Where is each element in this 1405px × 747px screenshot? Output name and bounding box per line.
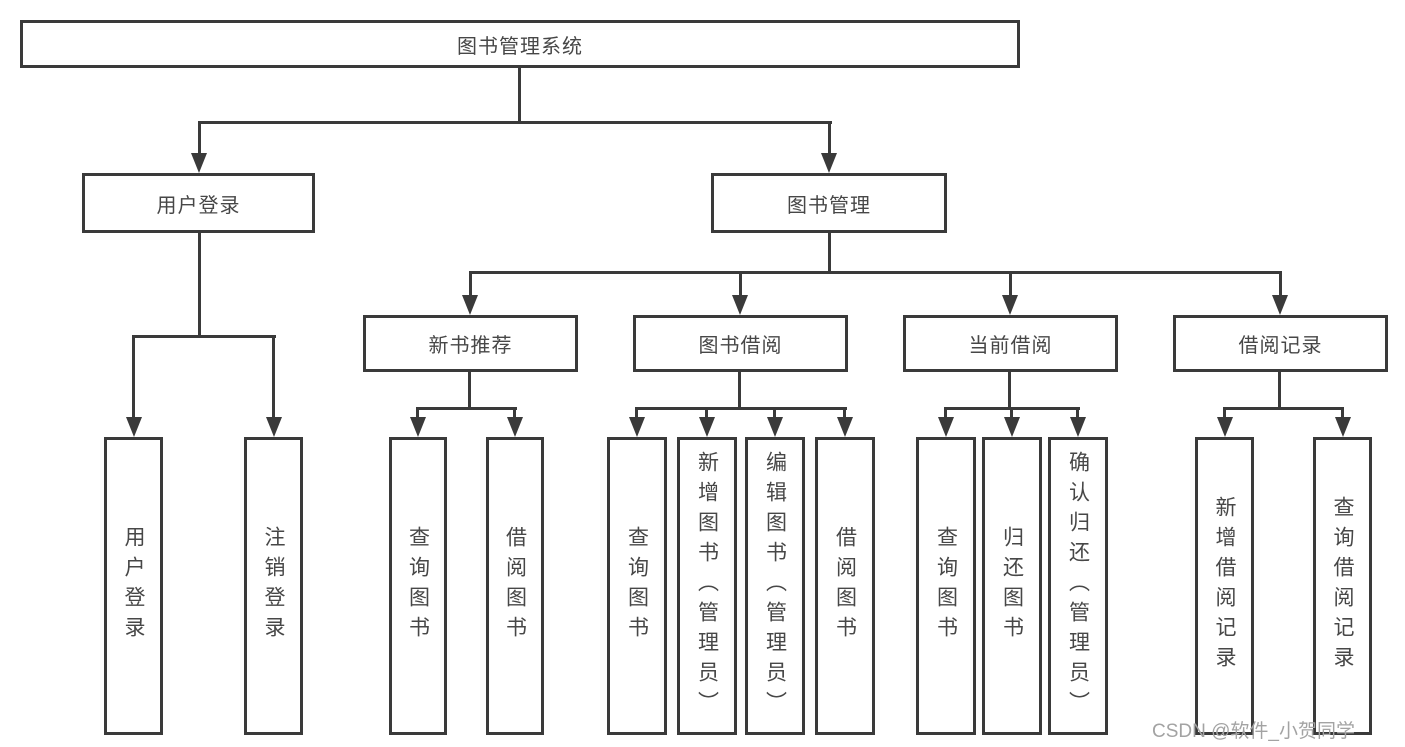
leaf-query-book: 查询图书 — [607, 437, 667, 735]
node-new-book-recommend: 新书推荐 — [363, 315, 578, 372]
arrowhead-down-icon — [1272, 295, 1288, 315]
arrowhead-down-icon — [629, 417, 645, 437]
arrowhead-down-icon — [1070, 417, 1086, 437]
connector-borrow-record-group-stem — [1278, 370, 1281, 410]
arrowhead-down-icon — [938, 417, 954, 437]
arrowhead-down-icon — [410, 417, 426, 437]
arrowhead-down-icon — [1004, 417, 1020, 437]
leaf-borrow-book: 借阅图书 — [815, 437, 875, 735]
connector-root-stem — [518, 66, 521, 121]
connector-book-borrow-stem — [739, 271, 742, 297]
connector-leaf-stem — [705, 407, 708, 419]
connector-login-group-stem — [198, 231, 201, 338]
arrowhead-down-icon — [507, 417, 523, 437]
connector-root-bar — [198, 121, 832, 124]
connector-leaf-stem — [272, 335, 275, 419]
arrowhead-down-icon — [126, 417, 142, 437]
arrowhead-down-icon — [1217, 417, 1233, 437]
arrowhead-down-icon — [837, 417, 853, 437]
connector-borrow-record-stem — [1279, 271, 1282, 297]
leaf-add-book-admin: 新增图书（管理员） — [677, 437, 737, 735]
node-user-login: 用户登录 — [82, 173, 315, 233]
leaf-edit-book-admin: 编辑图书（管理员） — [745, 437, 805, 735]
node-library-system: 图书管理系统 — [20, 20, 1020, 68]
leaf-logout: 注销登录 — [244, 437, 303, 735]
node-book-management: 图书管理 — [711, 173, 947, 233]
connector-management-stem — [828, 231, 831, 274]
arrowhead-down-icon — [699, 417, 715, 437]
connector-new-book-group-stem — [468, 370, 471, 410]
connector-leaf-stem — [635, 407, 638, 419]
connector-leaf-stem — [773, 407, 776, 419]
connector-user-login-stem — [198, 121, 201, 157]
arrowhead-down-icon — [266, 417, 282, 437]
node-current-borrow: 当前借阅 — [903, 315, 1118, 372]
connector-current-borrow-group-stem — [1008, 370, 1011, 410]
connector-management-bar — [469, 271, 1282, 274]
arrowhead-down-icon — [767, 417, 783, 437]
connector-new-book-group-bar — [417, 407, 517, 410]
arrowhead-down-icon — [732, 295, 748, 315]
connector-login-group-bar — [132, 335, 276, 338]
connector-leaf-stem — [944, 407, 947, 419]
leaf-add-borrow-record: 新增借阅记录 — [1195, 437, 1254, 735]
connector-book-management-stem — [828, 121, 831, 157]
connector-leaf-stem — [843, 407, 846, 419]
leaf-user-login: 用户登录 — [104, 437, 163, 735]
leaf-query-book: 查询图书 — [916, 437, 976, 735]
arrowhead-down-icon — [1335, 417, 1351, 437]
leaf-confirm-return-admin: 确认归还（管理员） — [1048, 437, 1108, 735]
node-book-borrow: 图书借阅 — [633, 315, 848, 372]
arrowhead-down-icon — [462, 295, 478, 315]
leaf-query-borrow-record: 查询借阅记录 — [1313, 437, 1372, 735]
leaf-borrow-book: 借阅图书 — [486, 437, 544, 735]
arrowhead-down-icon — [1002, 295, 1018, 315]
connector-borrow-record-group-bar — [1223, 407, 1344, 410]
connector-leaf-stem — [1010, 407, 1013, 419]
arrowhead-down-icon — [821, 153, 837, 173]
leaf-query-book: 查询图书 — [389, 437, 447, 735]
connector-current-borrow-stem — [1009, 271, 1012, 297]
connector-book-borrow-group-stem — [738, 370, 741, 410]
leaf-return-book: 归还图书 — [982, 437, 1042, 735]
csdn-watermark: CSDN @软件_小贺同学 — [1152, 721, 1355, 742]
connector-leaf-stem — [416, 407, 419, 419]
connector-leaf-stem — [1341, 407, 1344, 419]
connector-leaf-stem — [1223, 407, 1226, 419]
connector-leaf-stem — [513, 407, 516, 419]
connector-book-borrow-group-bar — [636, 407, 847, 410]
arrowhead-down-icon — [191, 153, 207, 173]
node-borrow-record: 借阅记录 — [1173, 315, 1388, 372]
connector-leaf-stem — [132, 335, 135, 419]
connector-new-book-stem — [469, 271, 472, 297]
connector-leaf-stem — [1076, 407, 1079, 419]
